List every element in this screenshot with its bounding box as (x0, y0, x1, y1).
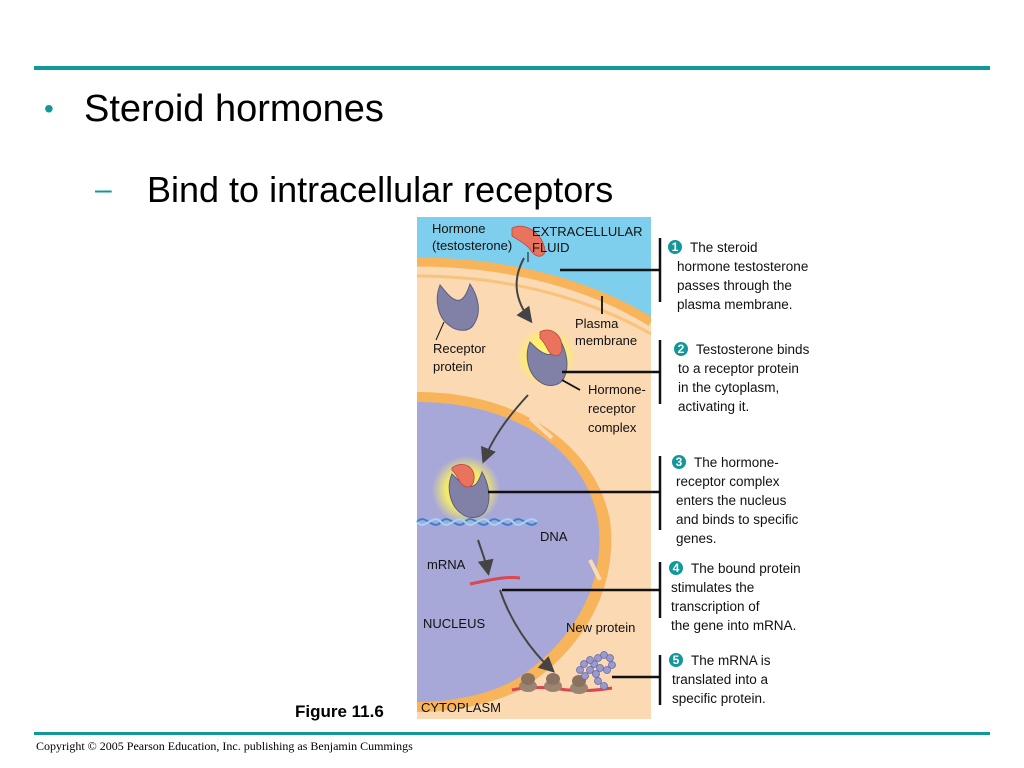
step-number-badge (669, 653, 683, 667)
step-text-line: hormone testosterone (677, 259, 808, 274)
step-text-line: Testosterone binds (696, 342, 810, 357)
plasma-membrane (417, 257, 651, 326)
step-number-badge (668, 240, 682, 254)
step-text-line: in the cytoplasm, (678, 380, 779, 395)
label-mrna: mRNA (427, 557, 466, 572)
step-text-line: passes through the (677, 278, 792, 293)
label-nucleus: NUCLEUS (423, 616, 485, 631)
mrna-strand-nucleus (469, 576, 521, 586)
step-text-line: enters the nucleus (676, 493, 787, 508)
label-receptor: Receptor (433, 341, 486, 356)
step-text-line: transcription of (671, 599, 760, 614)
hormone-extracellular (511, 225, 546, 257)
step-text-line: The bound protein (691, 561, 801, 576)
sub-bullet-dash-icon: – (95, 173, 112, 206)
label-membrane: membrane (575, 333, 637, 348)
arrow-hormone-to-receptor (515, 257, 533, 324)
step-number-badge (674, 342, 688, 356)
step-text-line: the gene into mRNA. (671, 618, 796, 633)
step-text-line: to a receptor protein (678, 361, 799, 376)
label-complex-line2: receptor (588, 401, 636, 416)
label-protein: protein (433, 359, 473, 374)
figure-label: Figure 11.6 (295, 702, 384, 721)
step-number: 2 (678, 342, 685, 356)
step-connectors (488, 238, 662, 705)
step-number: 3 (676, 455, 683, 469)
top-rule (34, 66, 990, 70)
step-5: 5 The mRNA is translated into a specific pr… (669, 653, 771, 706)
new-protein-chain-icon (576, 651, 616, 690)
bullet-text: Steroid hormones (84, 88, 384, 130)
step-number: 5 (673, 653, 680, 667)
label-extracellular: EXTRACELLULAR (532, 224, 643, 239)
step-text-line: and binds to specific (676, 512, 799, 527)
arrow-dna-to-mrna (477, 539, 494, 576)
bullet-dot-icon: • (44, 93, 54, 124)
step-3: 3 The hormone-receptor complex enters the … (672, 455, 799, 546)
label-complex-line3: complex (588, 420, 637, 435)
step-text-line: The mRNA is (691, 653, 771, 668)
step-number: 4 (673, 561, 680, 575)
label-plasma: Plasma (575, 316, 619, 331)
label-testosterone: (testosterone) (432, 238, 512, 253)
label-dna: DNA (540, 529, 568, 544)
step-1: 1 The steroid hormone testosterone passes t… (668, 240, 808, 312)
step-2: 2 Testosterone binds to a receptor protein… (674, 342, 810, 414)
complex-pointer (561, 379, 581, 391)
step-text-line: The hormone- (694, 455, 779, 470)
arrow-complex-to-nucleus (481, 394, 529, 464)
label-cytoplasm: CYTOPLASM (421, 700, 501, 715)
step-number-badge (669, 561, 683, 575)
step-number-badge (672, 455, 686, 469)
step-text-line: activating it. (678, 399, 749, 414)
step-number: 1 (672, 240, 679, 254)
step-text-line: specific protein. (672, 691, 766, 706)
receptor-protein-icon (435, 282, 479, 341)
step-text-line: genes. (676, 531, 717, 546)
copyright-text: Copyright © 2005 Pearson Education, Inc.… (36, 739, 413, 753)
step-descriptions: 1 The steroid hormone testosterone passes t… (668, 240, 810, 706)
step-text-line: The steroid (690, 240, 758, 255)
dna-helix-icon (416, 518, 538, 526)
dna-bound-complex-icon (448, 464, 490, 518)
sub-bullet-text: Bind to intracellular receptors (147, 169, 614, 210)
label-hormone: Hormone (432, 221, 485, 236)
step-text-line: receptor complex (676, 474, 780, 489)
step-text-line: plasma membrane. (677, 297, 793, 312)
bottom-rule (34, 732, 990, 735)
label-new-protein: New protein (566, 620, 635, 635)
step-text-line: stimulates the (671, 580, 754, 595)
step-4: 4 The bound protein stimulates the transcri… (669, 561, 801, 633)
label-complex-line1: Hormone- (588, 382, 646, 397)
label-fluid: FLUID (532, 240, 570, 255)
hormone-receptor-complex-icon (526, 329, 568, 386)
arrow-mrna-to-cytoplasm (499, 589, 555, 673)
extracellular-region (417, 217, 651, 322)
step-text-line: translated into a (672, 672, 769, 687)
